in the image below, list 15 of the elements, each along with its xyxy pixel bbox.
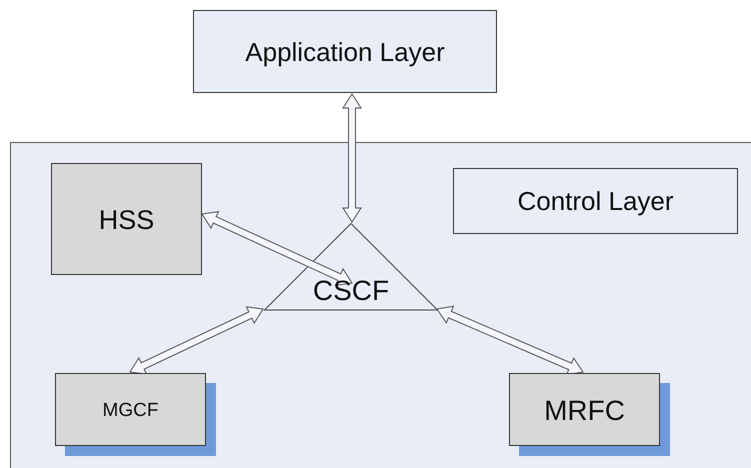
node-label: MGCF	[102, 399, 160, 423]
node-label: Application Layer	[244, 36, 446, 69]
double-arrow	[201, 211, 353, 286]
component-box	[55, 373, 206, 446]
double-arrow	[436, 306, 584, 376]
node-label: CSCF	[312, 275, 390, 307]
node-label: MRFC	[543, 394, 626, 428]
double-arrow	[129, 306, 264, 375]
layer-title: Control Layer	[453, 168, 738, 234]
node-label: HSS	[98, 204, 156, 237]
layer-panel	[10, 142, 751, 468]
component-box	[51, 163, 202, 275]
layer-box	[193, 10, 497, 93]
component-box	[509, 373, 660, 446]
double-arrow	[342, 93, 362, 223]
